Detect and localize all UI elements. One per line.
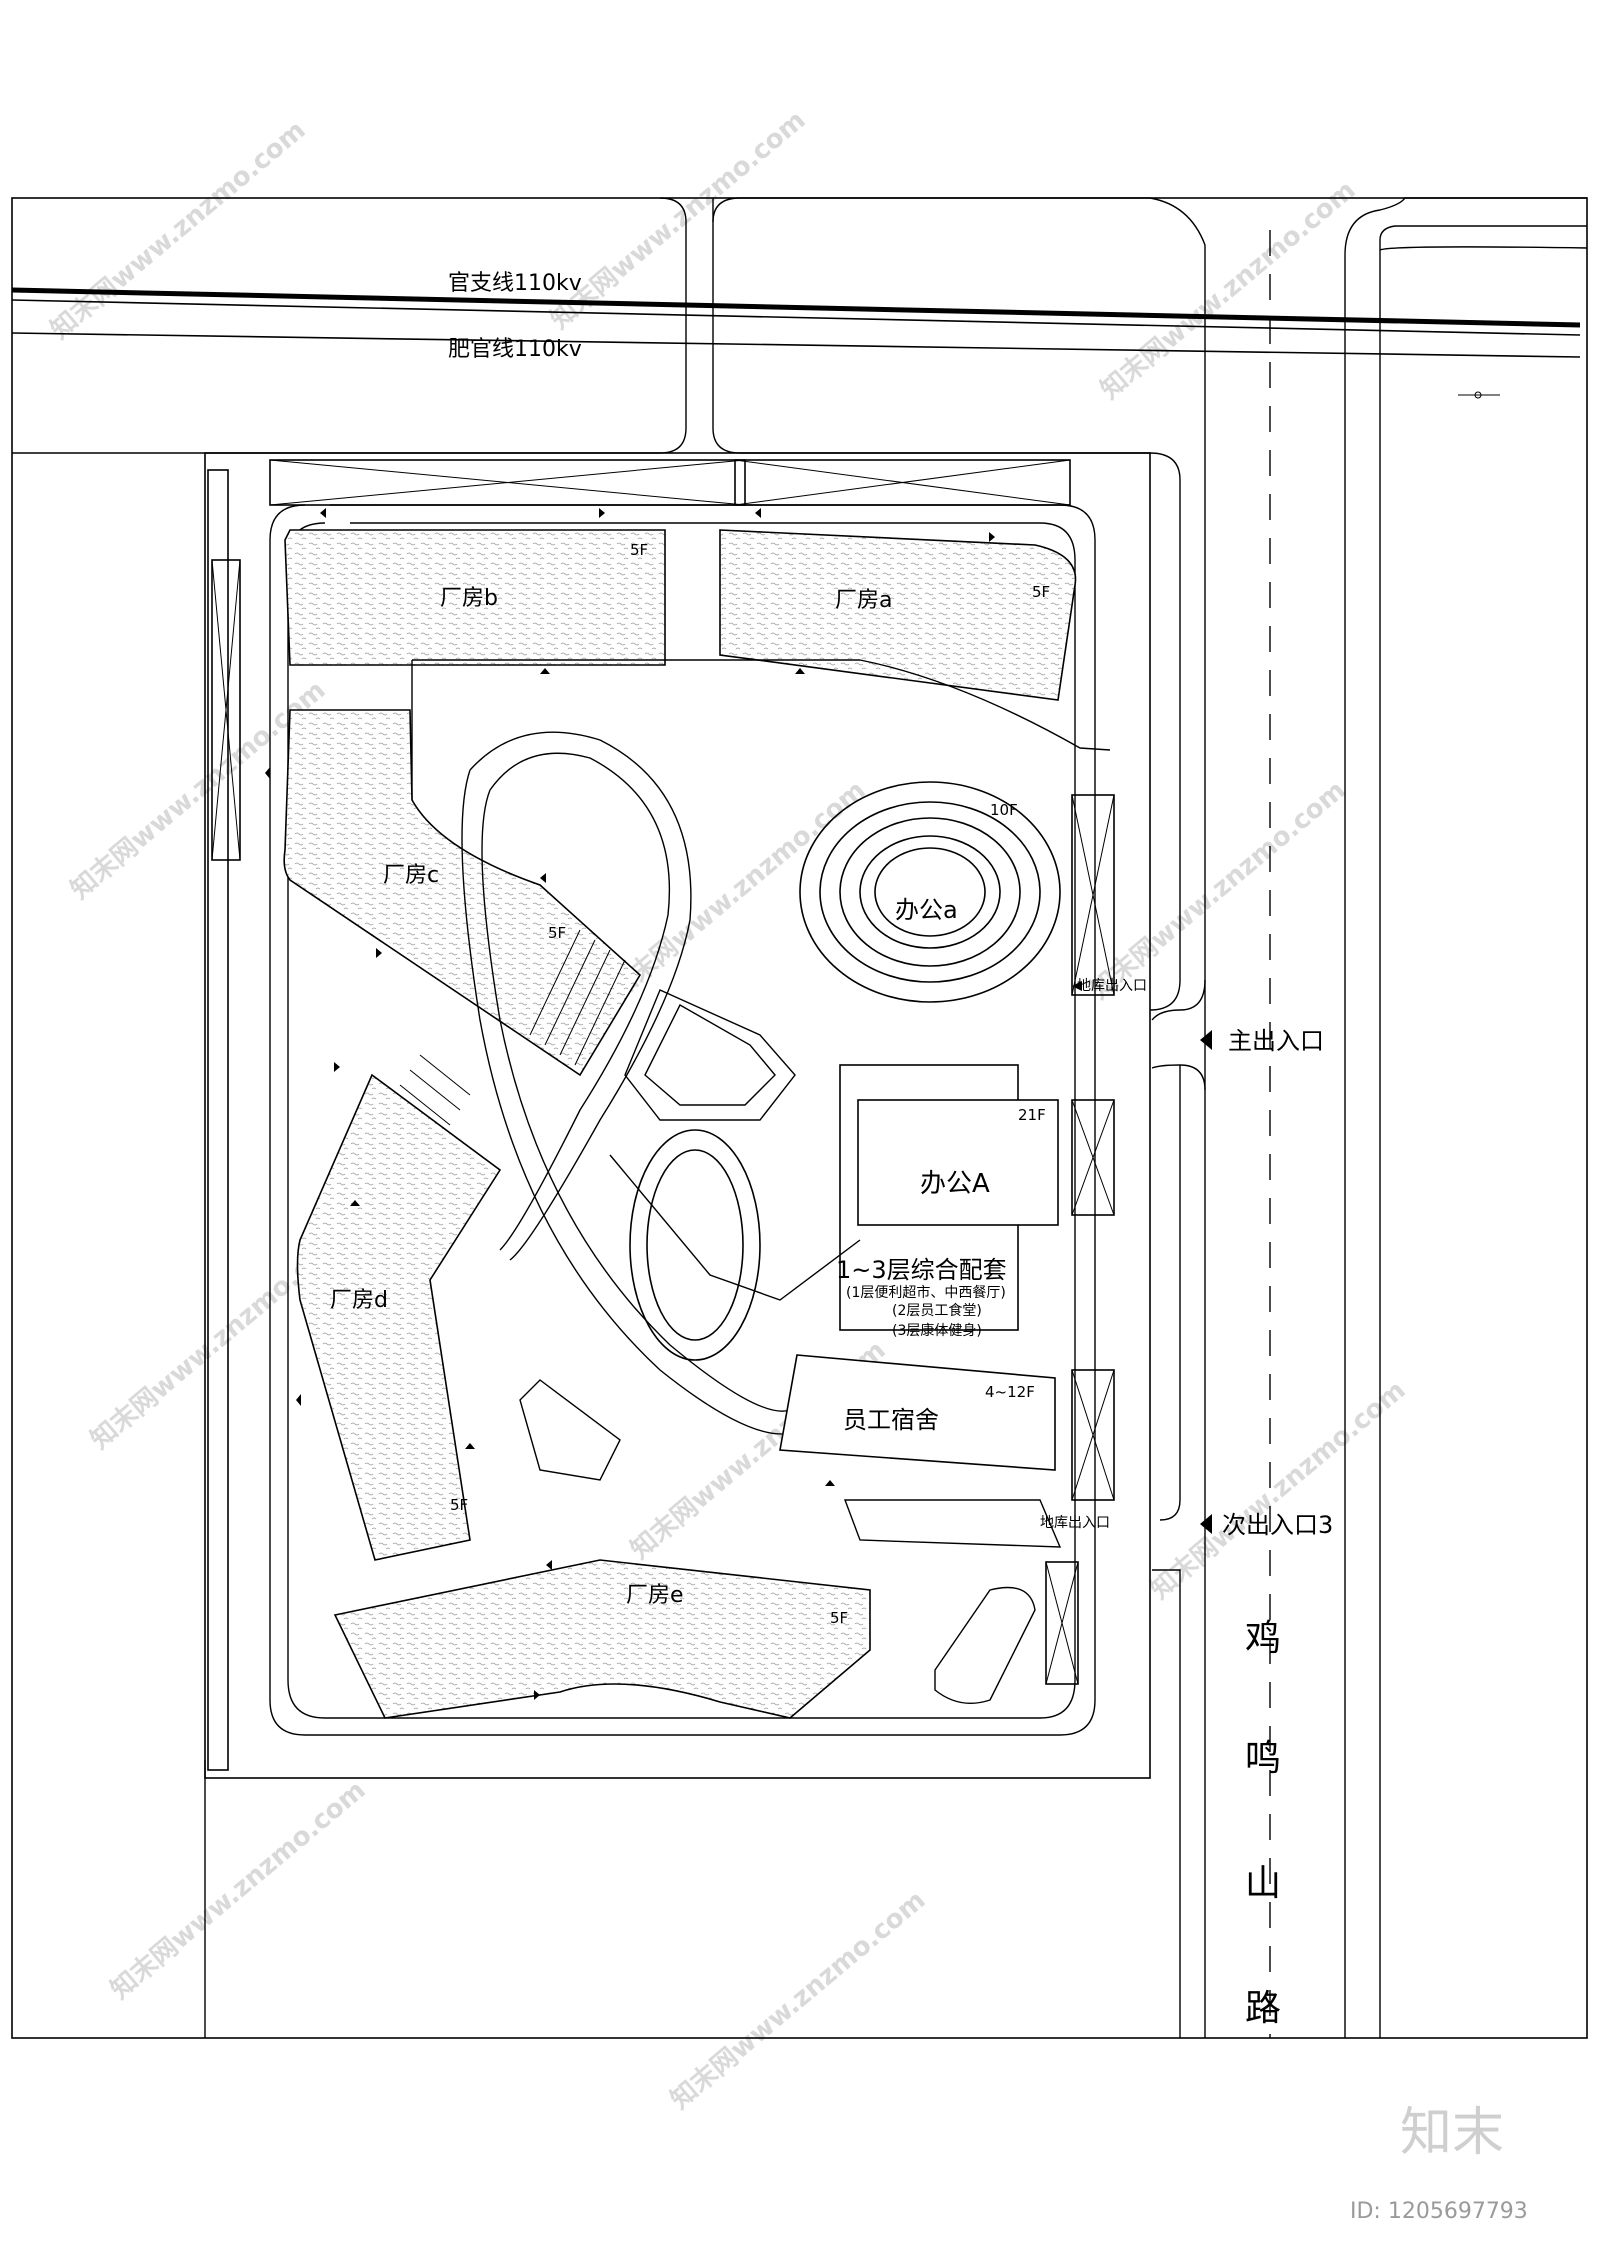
road-char-1: 鸡	[1245, 1618, 1281, 1659]
plant-c-floors: 5F	[548, 924, 566, 942]
dorm-block: 员工宿舍 4~12F	[779, 1354, 1056, 1471]
plant-b-floors: 5F	[630, 541, 648, 559]
office-A-block: 办公A 21F 1~3层综合配套 (1层便利超市、中西餐厅) (2层员工食堂) …	[836, 1064, 1059, 1339]
watermark-repeat: 知末网www.znzmo.com	[1095, 175, 1361, 405]
watermark-repeat: 知末网www.znzmo.com	[1145, 1375, 1411, 1605]
watermark-logo: 知末	[1400, 2103, 1504, 2163]
surroundings	[11, 197, 1588, 2039]
road-char-2: 鸣	[1245, 1738, 1281, 1779]
plant-d-label: 厂房d	[330, 1288, 388, 1313]
power-line-label-2: 肥官线110kv	[448, 337, 582, 362]
dorm-label: 员工宿舍	[843, 1406, 939, 1434]
garage-entrance-bottom: 地库出入口	[1040, 1515, 1110, 1531]
office-a-small-floors: 10F	[990, 801, 1018, 819]
plant-c: 厂房c 5F	[283, 709, 642, 1077]
office-A-floors: 21F	[1018, 1106, 1046, 1124]
main-entrance-label: 主出入口	[1228, 1027, 1324, 1055]
plant-e: 厂房e 5F	[333, 1559, 871, 1719]
direction-arrows	[265, 508, 995, 1700]
office-a-small-label: 办公a	[895, 896, 958, 924]
amenities-line2: (2层员工食堂)	[892, 1302, 982, 1319]
plant-d: 厂房d 5F	[296, 1054, 502, 1561]
amenities-line1: (1层便利超市、中西餐厅)	[846, 1284, 1006, 1301]
amenities-line3: (3层康体健身)	[892, 1322, 982, 1339]
entrance-markers: 主出入口 次出入口3	[1200, 1027, 1333, 1539]
road-char-4: 路	[1245, 1988, 1281, 2029]
plant-e-floors: 5F	[830, 1609, 848, 1627]
landscape-paths	[461, 731, 1061, 1704]
plant-a: 厂房a 5F	[719, 529, 1077, 701]
plant-c-label: 厂房c	[383, 863, 439, 888]
power-lines: 官支线110kv 肥官线110kv	[11, 271, 1581, 362]
watermark-repeat: 知末网www.znzmo.com	[665, 1885, 931, 2115]
garage-entrance-top: 地库出入口	[1077, 978, 1147, 994]
power-line-label-1: 官支线110kv	[448, 271, 582, 296]
dorm-floors: 4~12F	[985, 1383, 1035, 1401]
garage-entrances: 地库出入口 地库出入口	[843, 978, 1147, 1548]
secondary-entrance-label: 次出入口3	[1222, 1511, 1333, 1539]
amenities-label: 1~3层综合配套	[836, 1256, 1007, 1284]
watermark-repeat: 知末网www.znzmo.com	[605, 775, 871, 1005]
watermark-id: ID: 1205697793	[1350, 2199, 1528, 2224]
plant-e-label: 厂房e	[626, 1583, 684, 1608]
plant-d-floors: 5F	[450, 1496, 468, 1514]
road-name: 鸡 鸣 山 路	[1245, 1618, 1281, 2029]
watermark-repeat: 知末网www.znzmo.com	[1085, 775, 1351, 1005]
watermark-repeat: 知末网www.znzmo.com	[105, 1775, 371, 2005]
watermark-layer: 知末网www.znzmo.com 知末网www.znzmo.com 知末网www…	[45, 105, 1411, 2115]
road-char-3: 山	[1245, 1863, 1281, 1904]
site-boundary	[204, 452, 1151, 1779]
watermark-repeat: 知末网www.znzmo.com	[45, 115, 311, 345]
plant-b: 厂房b 5F	[284, 529, 666, 666]
plant-a-label: 厂房a	[835, 588, 892, 613]
office-a-small: 办公a 10F	[895, 801, 1018, 924]
office-A-label: 办公A	[920, 1169, 990, 1199]
plant-a-floors: 5F	[1032, 583, 1050, 601]
branding: 知末 ID: 1205697793	[1350, 2103, 1528, 2224]
plant-b-label: 厂房b	[440, 586, 498, 611]
